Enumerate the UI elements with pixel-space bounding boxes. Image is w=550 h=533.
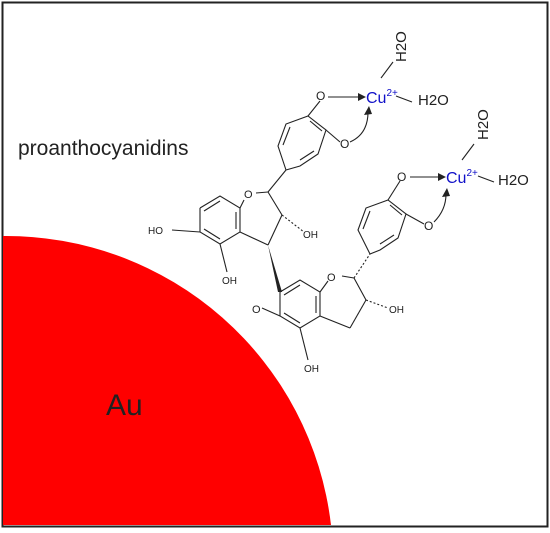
copper-ion-upper: Cu2+ (366, 88, 398, 107)
hydroxyl-lower-5: OH (304, 364, 319, 375)
catechol-oxygen-upper-1: O (316, 89, 325, 103)
hydroxyl-upper-5: OH (222, 276, 237, 287)
ether-oxygen-lower-7: O (252, 304, 261, 316)
catechol-oxygen-lower-2: O (424, 219, 433, 233)
water-ligand-upper-1: H2O (393, 31, 410, 62)
water-ligand-lower-2: H2O (498, 172, 529, 189)
catechol-oxygen-lower-1: O (397, 170, 406, 184)
water-ligand-lower-1: H2O (475, 109, 492, 140)
copper-ion-lower: Cu2+ (446, 168, 478, 187)
copper-coordination-upper (328, 61, 413, 143)
gold-label: Au (106, 389, 143, 422)
copper-coordination-lower (410, 143, 495, 223)
hydroxyl-upper-3: OH (303, 230, 318, 241)
ring-oxygen-lower: O (327, 272, 336, 284)
ring-oxygen-upper: O (244, 189, 253, 201)
hydroxyl-lower-3: OH (389, 305, 404, 316)
gold-nanoparticle (3, 235, 331, 526)
molecule-name: proanthocyanidins (18, 137, 188, 160)
proanthocyanidin-skeleton (171, 100, 425, 361)
hydroxyl-upper-7: HO (148, 226, 163, 237)
catechol-oxygen-upper-2: O (340, 137, 349, 151)
water-ligand-upper-2: H2O (418, 92, 449, 109)
